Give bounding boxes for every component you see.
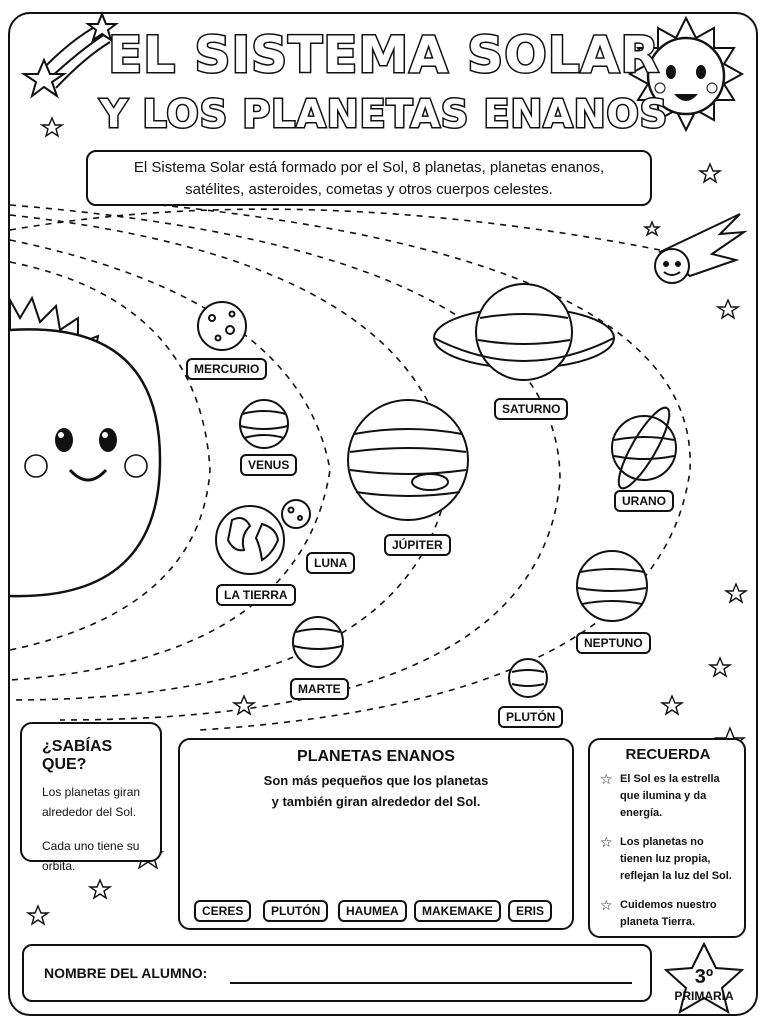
enanos-desc-1: Son más pequeños que los planetas [263,773,489,788]
grade-star-icon [663,941,745,1015]
label-ceres: CERES [194,900,252,922]
sun-top-right-icon [627,15,745,133]
star-bullet-icon: ☆ [600,897,613,913]
pluton-icon [508,658,548,698]
sabias-text-1: Los planetas giran alrededor del Sol. [42,785,141,819]
planetas-enanos-box: PLANETAS ENANOS Son más pequeños que los… [178,738,574,930]
page-subtitle: Y LOS PLANETAS ENANOS [98,91,669,138]
sun-left-icon [9,295,162,598]
star-bullet-icon: ☆ [600,834,613,850]
sabias-que-box: ¿SABÍAS QUE? Los planetas giran alrededo… [20,722,162,873]
intro-line-1: El Sistema Solar está formado por el Sol… [133,159,605,176]
label-jupiter: JÚPITER [384,534,451,556]
saturno-icon [433,283,615,381]
shooting-star-icon [20,11,119,99]
label-saturno: SATURNO [494,398,569,420]
label-luna: LUNA [306,552,356,574]
page-title: EL SISTEMA SOLAR [107,25,661,86]
recuerda-item: ☆ El Sol es la estrella que ilumina y da… [600,771,736,822]
grade-level: PRIMARIA [674,989,734,1003]
enanos-desc-2: y también giran alrededor del Sol. [271,794,481,809]
recuerda-item: ☆ Cuidemos nuestro planeta Tierra. [600,897,736,931]
urano-icon [611,406,677,490]
grade-badge: 3º PRIMARIA [668,966,740,1003]
sabias-title: ¿SABÍAS QUE? [42,738,113,773]
label-eris: ERIS [508,900,553,922]
student-name-box: NOMBRE DEL ALUMNO: [22,944,652,1002]
recuerda-box: RECUERDA ☆ El Sol es la estrella que ilu… [588,738,746,938]
luna-icon [281,499,311,529]
label-pluton: PLUTÓN [498,706,564,728]
recuerda-item: ☆ Los planetas no tienen luz propia, ref… [600,834,736,885]
mercurio-icon [197,301,247,351]
label-tierra: LA TIERRA [216,584,296,606]
neptuno-icon [576,550,648,622]
label-pluton-dwarf: PLUTÓN [263,900,329,922]
recuerda-item-text: Cuidemos nuestro planeta Tierra. [620,899,717,928]
recuerda-title: RECUERDA [625,746,711,763]
label-venus: VENUS [240,454,298,476]
intro-line-2: satélites, asteroides, cometas y otros c… [185,181,553,198]
student-name-line[interactable] [230,982,632,984]
marte-icon [292,616,344,668]
label-haumea: HAUMEA [338,900,407,922]
label-neptuno: NEPTUNO [576,632,651,654]
tierra-icon [215,505,285,575]
recuerda-item-text: El Sol es la estrella que ilumina y da e… [620,773,720,819]
enanos-title: PLANETAS ENANOS [297,748,455,765]
student-name-label: NOMBRE DEL ALUMNO: [44,965,208,981]
comet-icon [654,213,748,284]
label-mercurio: MERCURIO [186,358,268,380]
star-bullet-icon: ☆ [600,771,613,787]
grade-number: 3º [694,966,714,988]
sabias-text-2: Cada uno tiene su orbita. [42,839,140,873]
venus-icon [239,399,289,449]
recuerda-item-text: Los planetas no tienen luz propia, refle… [620,836,732,882]
label-urano: URANO [614,490,674,512]
label-makemake: MAKEMAKE [414,900,501,922]
intro-box: El Sistema Solar está formado por el Sol… [86,150,652,206]
jupiter-icon [347,399,469,521]
label-marte: MARTE [290,678,349,700]
